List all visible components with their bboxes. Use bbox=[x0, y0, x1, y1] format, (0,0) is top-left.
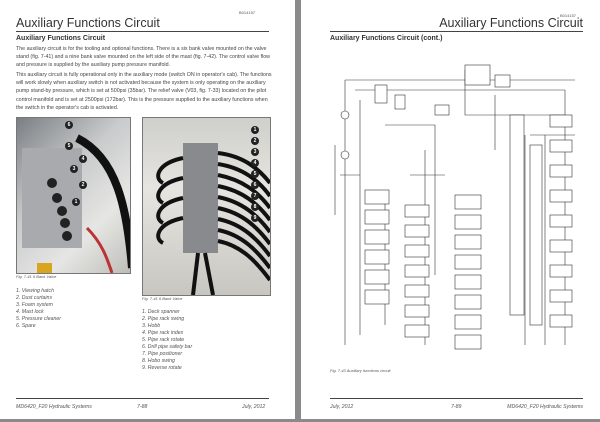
footer-date: July, 2012 bbox=[242, 404, 266, 410]
list-item: 9. Reverse rotate bbox=[142, 365, 182, 371]
footer-rule bbox=[16, 398, 269, 399]
callout-badge: 1 bbox=[251, 126, 259, 134]
list-item: 7. Pipe positioner bbox=[142, 351, 183, 357]
callout-badge: 6 bbox=[251, 181, 259, 189]
list-item: 2. Dust curtains bbox=[16, 295, 53, 301]
list-item: 4. Mast lock bbox=[16, 309, 44, 315]
paragraph-2: This auxiliary circuit is fully operatio… bbox=[16, 72, 272, 111]
right-page: B014157 Auxiliary Functions Circuit Auxi… bbox=[301, 0, 600, 419]
header-rule bbox=[16, 31, 269, 32]
footer-rule bbox=[330, 398, 583, 399]
page-number: 7-89 bbox=[451, 404, 462, 410]
list-item: 5. Pressure cleaner bbox=[16, 316, 61, 322]
callout-badge: 2 bbox=[251, 137, 259, 145]
footer-right: MD6420_F20 Hydraulic Systems bbox=[507, 404, 583, 410]
doc-code: B014157 bbox=[560, 13, 577, 18]
list-item: 5. Pipe rack rotate bbox=[142, 337, 185, 343]
figure-caption: Fig. 7-43 Auxiliary functions circuit bbox=[330, 368, 391, 373]
callout-badge: 5 bbox=[65, 142, 73, 150]
callout-badge: 3 bbox=[251, 148, 259, 156]
figure-caption: Fig. 7-41 6 Bank Valve bbox=[142, 296, 183, 301]
nine-bank-valve-photo: 1 2 3 4 5 6 7 8 9 bbox=[142, 117, 271, 296]
callout-badge: 9 bbox=[251, 214, 259, 222]
callout-badge: 4 bbox=[79, 155, 87, 163]
callout-badge: 6 bbox=[65, 121, 73, 129]
list-item: 3. Hobb bbox=[142, 323, 161, 329]
callout-badge: 2 bbox=[79, 181, 87, 189]
legend-list-9-bank: 1. Deck spanner 2. Pipe rack swing 3. Ho… bbox=[142, 309, 192, 372]
callout-badge: 4 bbox=[251, 159, 259, 167]
figure-caption: Fig. 7-41 6 Bank Valve bbox=[16, 274, 57, 279]
callout-badge: 8 bbox=[251, 203, 259, 211]
legend-list-6-bank: 1. Viewing hatch 2. Dust curtains 3. Foa… bbox=[16, 288, 61, 330]
header-rule bbox=[330, 31, 583, 32]
list-item: 1. Deck spanner bbox=[142, 309, 180, 315]
section-heading: Auxiliary Functions Circuit (cont.) bbox=[330, 35, 443, 42]
hydraulic-schematic bbox=[334, 64, 575, 350]
left-page: B014157 Auxiliary Functions Circuit Auxi… bbox=[0, 0, 295, 419]
list-item: 6. Drill pipe safety bar bbox=[142, 344, 193, 350]
footer-date: July, 2012 bbox=[330, 404, 354, 410]
list-item: 2. Pipe rack swing bbox=[142, 316, 185, 322]
list-item: 1. Viewing hatch bbox=[16, 288, 54, 294]
page-title: Auxiliary Functions Circuit bbox=[439, 16, 583, 30]
callout-badge: 7 bbox=[251, 192, 259, 200]
list-item: 3. Foam system bbox=[16, 302, 53, 308]
doc-code: B014157 bbox=[239, 10, 256, 15]
section-heading: Auxiliary Functions Circuit bbox=[16, 35, 106, 42]
footer-left: MD6420_F20 Hydraulic Systems bbox=[16, 404, 92, 410]
list-item: 4. Pipe rack index bbox=[142, 330, 184, 336]
page-title: Auxiliary Functions Circuit bbox=[16, 16, 160, 30]
list-item: 8. Hobo swing bbox=[142, 358, 175, 364]
callout-badge: 3 bbox=[70, 165, 78, 173]
callout-badge: 5 bbox=[251, 170, 259, 178]
paragraph-1: The auxiliary circuit is for the tooling… bbox=[16, 46, 270, 69]
list-item: 6. Spare bbox=[16, 323, 36, 329]
page-number: 7-88 bbox=[137, 404, 148, 410]
valve-photo-drawing bbox=[22, 134, 130, 273]
callout-badge: 1 bbox=[72, 198, 80, 206]
valve-photo-drawing bbox=[156, 143, 270, 295]
